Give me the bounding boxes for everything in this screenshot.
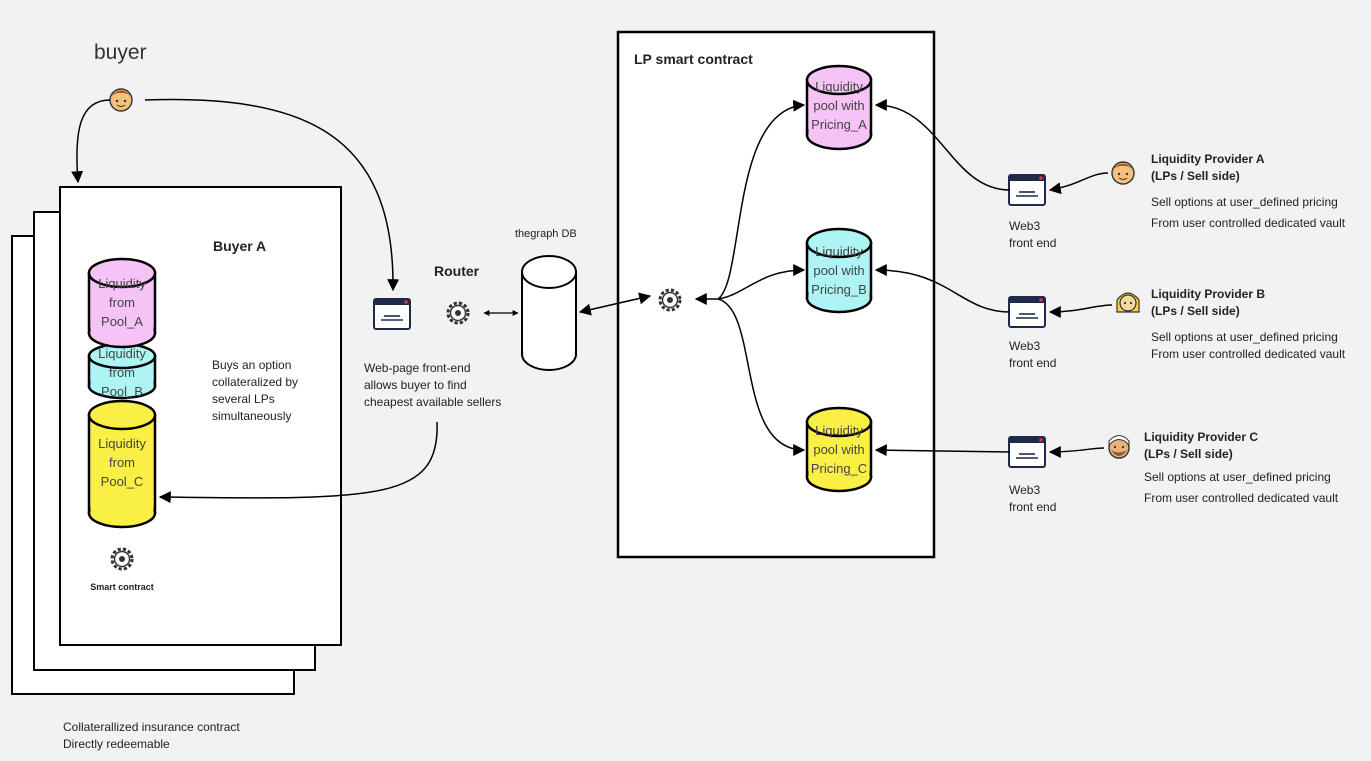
buyer-to-buyer-a-arrow xyxy=(71,99,111,184)
provider-c-avatar-icon xyxy=(1108,435,1130,459)
buyer-to-router-arrow xyxy=(144,98,400,292)
provider-a-to-frontend-arrow xyxy=(1048,172,1109,195)
router-frontend-description: Web-page front-end allows buyer to find … xyxy=(364,361,502,409)
provider-a-web3-icon xyxy=(1008,174,1046,206)
lp-pool-a-cylinder xyxy=(805,64,873,151)
provider-c-side: (LPs / Sell side) xyxy=(1144,447,1233,461)
provider-b-side: (LPs / Sell side) xyxy=(1151,304,1240,318)
provider-b-name: Liquidity Provider B xyxy=(1151,287,1266,301)
buyer-a-title: Buyer A xyxy=(213,238,267,254)
contract-to-pool-a-arrow xyxy=(717,99,806,300)
router-to-buyer-pool-arrow xyxy=(158,421,438,504)
provider-b-info: Liquidity Provider B (LPs / Sell side) S… xyxy=(1151,287,1346,361)
provider-b-to-frontend-arrow xyxy=(1048,304,1113,318)
router-gear-icon xyxy=(446,301,470,325)
provider-a-name: Liquidity Provider A xyxy=(1151,152,1265,166)
lp-pool-c-cylinder xyxy=(805,406,873,493)
lp-contract-gear-icon xyxy=(658,288,682,312)
buyer-pool-a-cylinder xyxy=(87,257,157,349)
buyer-smart-contract-label: Smart contract xyxy=(90,582,154,592)
provider-a-avatar-icon xyxy=(1111,161,1135,185)
lp-contract-title: LP smart contract xyxy=(634,51,753,67)
db-lp-contract-link xyxy=(578,292,652,316)
buyer-smart-contract-gear-icon xyxy=(110,547,134,571)
buyer-pool-b-cylinder xyxy=(87,342,157,400)
provider-c-web3-icon xyxy=(1008,436,1046,468)
provider-b-to-pool-arrow xyxy=(874,264,1011,313)
thegraph-db-label: thegraph DB xyxy=(515,228,577,240)
router-title: Router xyxy=(434,263,480,279)
provider-c-info: Liquidity Provider C (LPs / Sell side) S… xyxy=(1144,430,1339,505)
provider-c-to-pool-arrow xyxy=(874,444,1011,457)
provider-b-web3-icon xyxy=(1008,296,1046,328)
buyer-a-description: Buys an option collateralized by several… xyxy=(212,358,299,423)
contract-to-pool-c-arrow xyxy=(717,298,806,456)
provider-a-info: Liquidity Provider A (LPs / Sell side) S… xyxy=(1151,152,1346,230)
contract-to-pool-b-arrow xyxy=(717,264,806,300)
lp-pool-b-cylinder xyxy=(805,227,873,314)
provider-b-avatar-icon xyxy=(1116,292,1140,313)
provider-a-side: (LPs / Sell side) xyxy=(1151,169,1240,183)
provider-a-to-pool-arrow xyxy=(874,99,1011,191)
buyer-pool-c-cylinder xyxy=(87,399,157,529)
provider-c-name: Liquidity Provider C xyxy=(1144,430,1259,444)
router-webpage-icon xyxy=(373,298,411,330)
provider-c-to-frontend-arrow xyxy=(1048,445,1105,458)
buyer-footer: Collaterallized insurance contract Direc… xyxy=(63,720,240,751)
thegraph-db-cylinder xyxy=(521,255,577,371)
buyer-label: buyer xyxy=(94,41,147,64)
buyer-avatar-icon xyxy=(109,88,133,112)
